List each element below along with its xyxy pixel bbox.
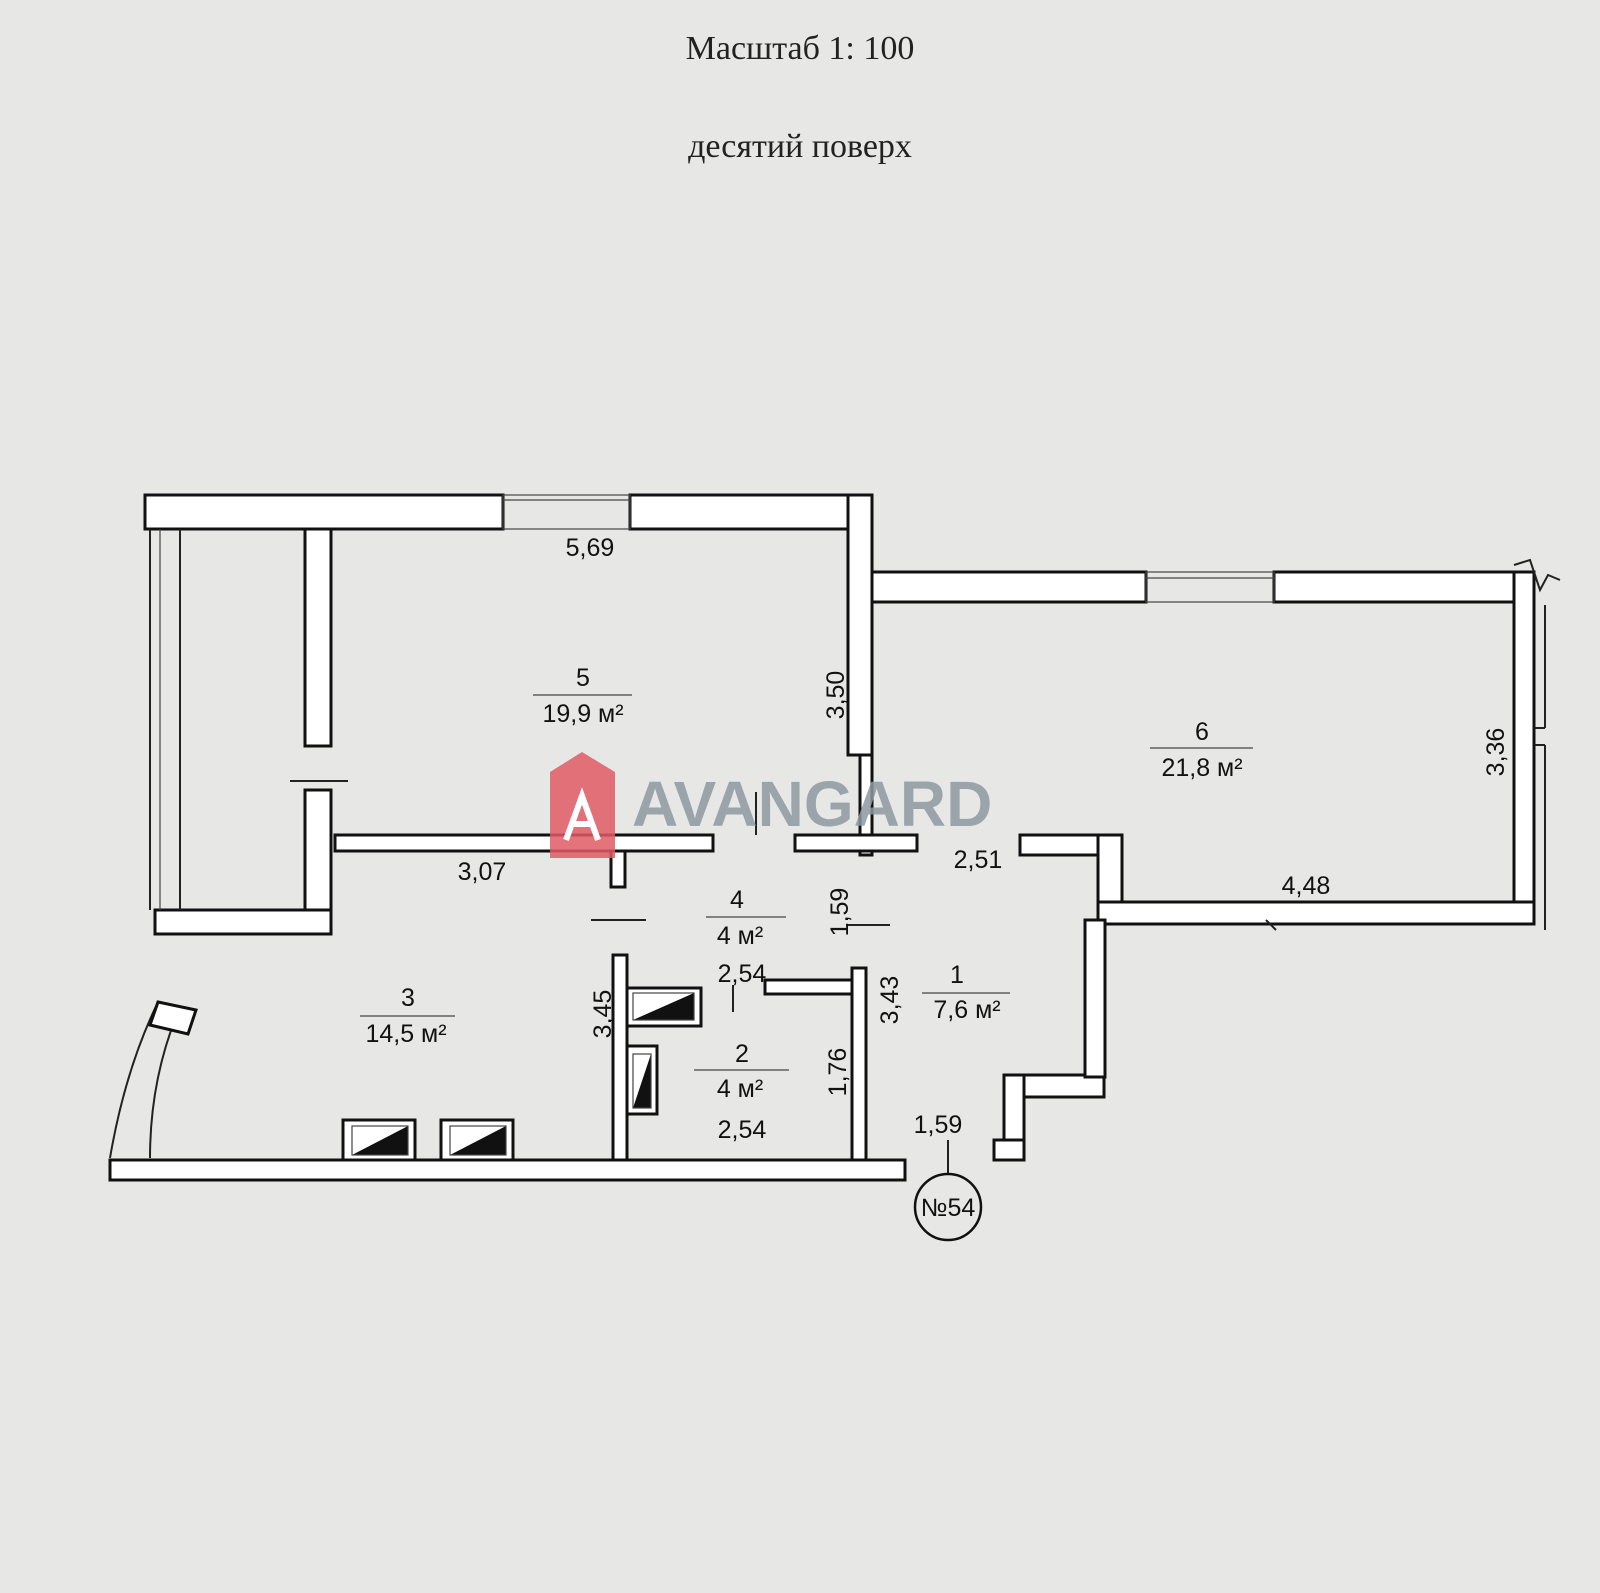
dim-350: 3,50 [822,671,850,720]
dim-345: 3,45 [589,990,617,1039]
wall-5-bottom-stub [609,849,627,889]
watermark-brand: AVANGARD [632,768,992,840]
wall-1-foot [992,1138,1026,1162]
room-3-number: 3 [401,984,415,1012]
dim-159-bottom: 1,59 [914,1111,963,1139]
dim-336: 3,36 [1482,728,1510,777]
wall-6-top-right [1272,570,1516,604]
dim-569: 5,69 [566,534,615,562]
dim-254-top: 2,54 [718,960,767,988]
wall-bottom [108,1158,907,1182]
floor-label: десятий поверх [688,128,912,165]
windows [502,494,1275,603]
room-5-number: 5 [576,664,590,692]
room-3-area: 14,5 м² [365,1020,446,1048]
pillar-center [858,753,874,857]
room-labels: 5 19,9 м² 6 21,8 м² 4 4 м² 1 7,6 м² 3 14… [360,664,1253,1103]
apartment-marker: №54 [913,1140,983,1242]
wall-6-bottom [1096,900,1536,926]
vent-3 [625,986,703,1028]
scale-label: Масштаб 1: 100 [685,30,915,67]
wall-5-6 [846,493,874,757]
dimension-labels: 5,69 3,50 3,36 3,07 2,51 4,48 1,59 2,54 … [458,534,1510,1144]
window-room6 [1145,571,1275,603]
dim-176: 1,76 [824,1048,852,1097]
apartment-circle [913,1172,983,1242]
wall-3-top [153,908,333,936]
wall-top-left [143,493,505,531]
dim-159-top: 1,59 [826,888,854,937]
wall-6-top-left [870,570,1148,604]
wall-2-right [850,966,868,1162]
wall-2-top [763,978,854,996]
apartment-number: №54 [921,1194,976,1222]
room-1-area: 7,6 м² [933,996,1000,1024]
dim-343: 3,43 [876,976,904,1025]
walls [108,493,1536,1182]
avangard-watermark: AVANGARD [550,752,992,858]
room-2-area: 4 м² [717,1075,763,1103]
room-4-area: 4 м² [717,922,763,950]
wall-top-right [628,493,874,531]
room-1-number: 1 [950,961,964,989]
room-6-number: 6 [1195,718,1209,746]
wall-corridor-top [793,833,919,853]
wall-6-left-stub [1096,833,1124,904]
wall-3-2 [611,953,629,1162]
wall-5-left-lower [303,788,333,932]
dim-448: 4,48 [1282,872,1331,900]
vent-2 [439,1118,515,1162]
window-room5 [502,494,631,530]
dim-307: 3,07 [458,858,507,886]
wall-6-right [1512,570,1536,904]
room-6-area: 21,8 м² [1161,754,1242,782]
wall-6-entry [1018,833,1100,857]
room-5-area: 19,9 м² [542,700,623,728]
room-4-number: 4 [730,886,744,914]
vent-shafts [341,986,703,1162]
room-2-number: 2 [735,1040,749,1068]
wall-1-right [1083,918,1107,1079]
door-marks [290,780,1277,1012]
dim-254-bottom: 2,54 [718,1116,767,1144]
dim-251: 2,51 [954,846,1003,874]
wall-5-bottom [333,833,715,853]
vent-4 [625,1044,659,1116]
break-line [1513,558,1561,930]
vent-1 [341,1118,417,1162]
balcony-door [109,1000,198,1159]
wall-5-left-upper [303,527,333,748]
